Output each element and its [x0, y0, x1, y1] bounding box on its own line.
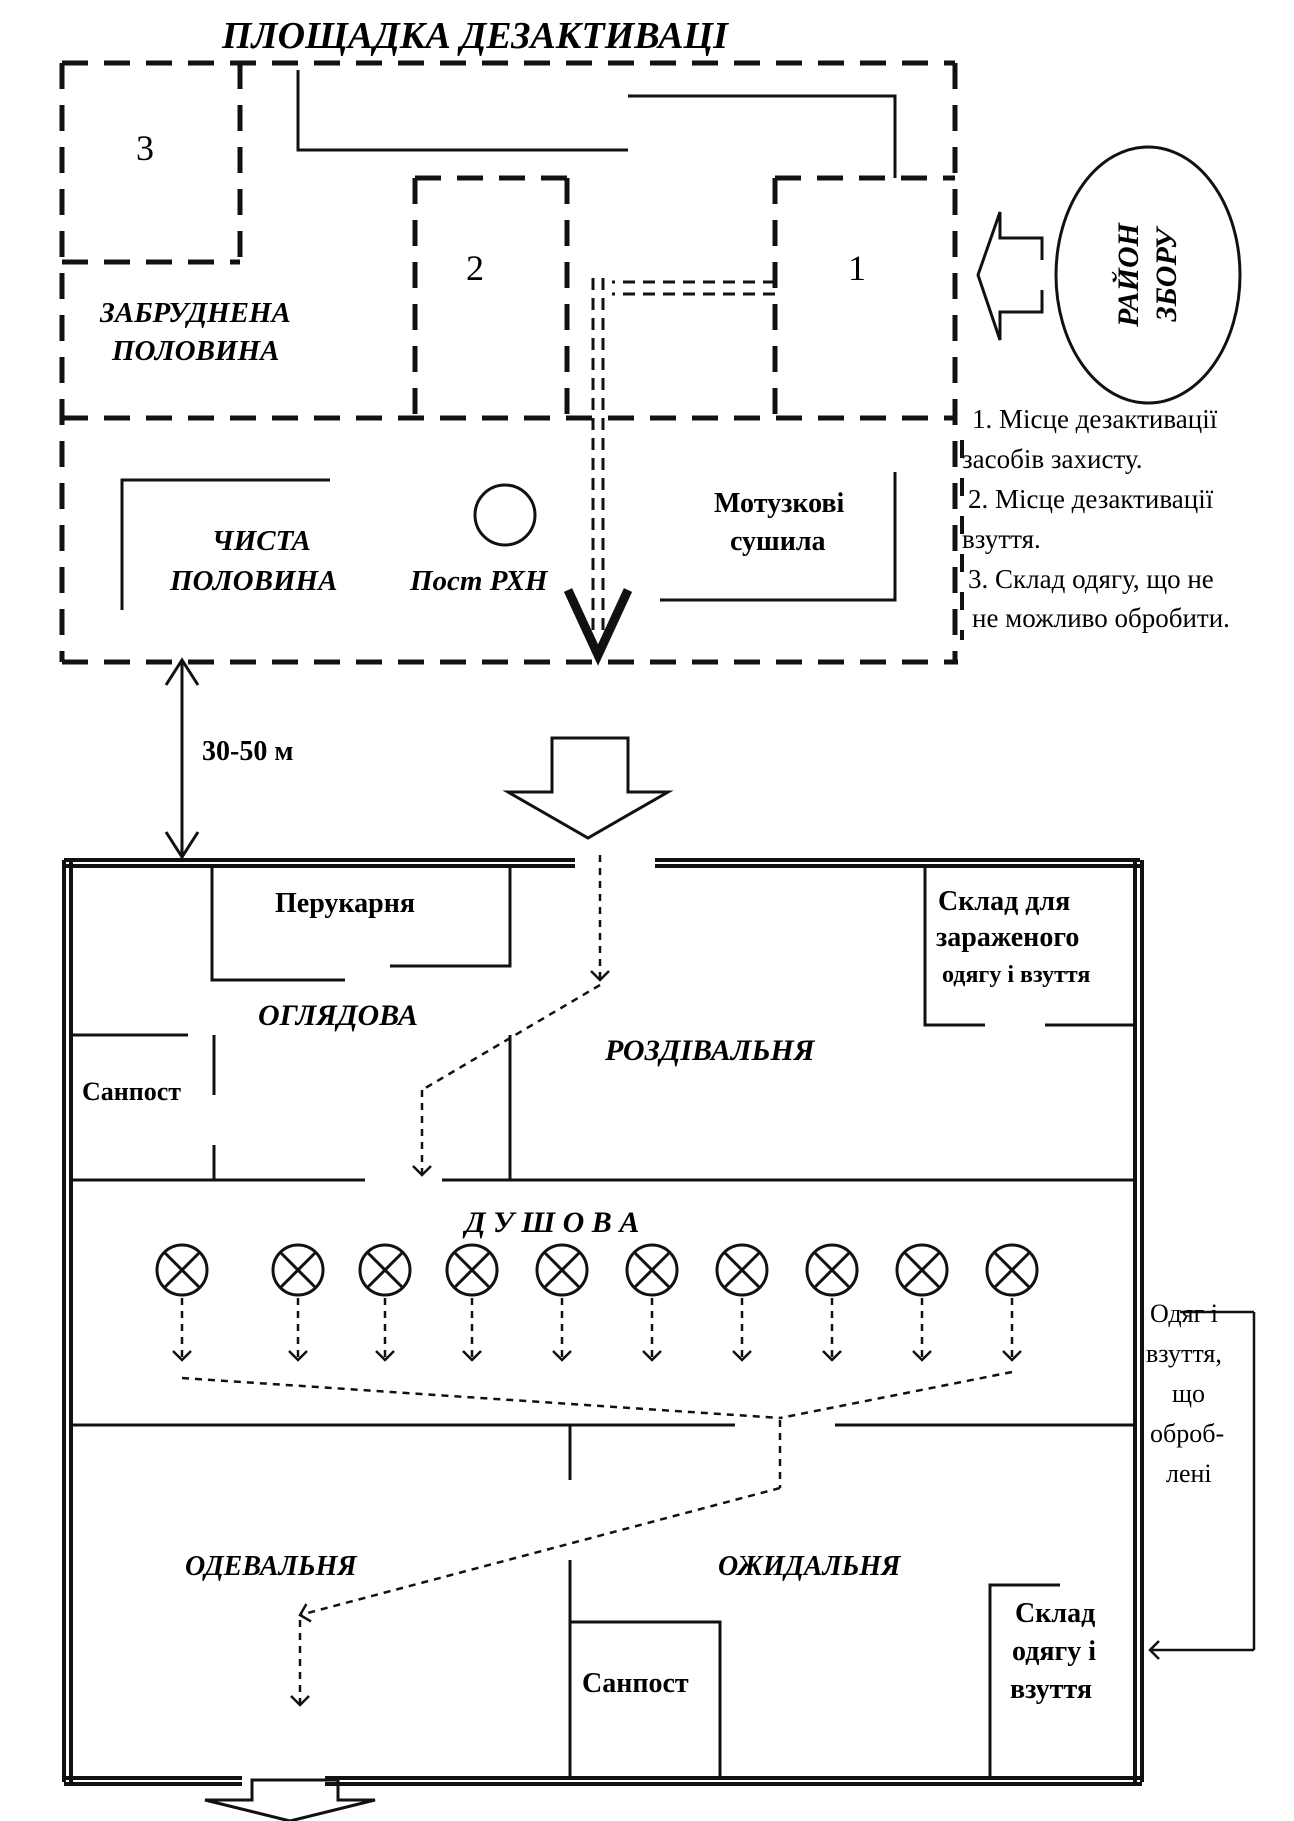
side-note-line-4: оброб- [1150, 1419, 1224, 1448]
undressing-room-label: РОЗДІВАЛЬНЯ [604, 1034, 816, 1067]
distance-arrow-bottom-icon [164, 831, 200, 860]
exit-arrow-icon [204, 1778, 376, 1821]
path-top-right [628, 94, 897, 178]
clean-storage-label-3: взуття [1010, 1674, 1092, 1705]
side-note-line-2: взуття, [1146, 1339, 1222, 1368]
contaminated-storage-label-2: зараженого [936, 922, 1079, 953]
shower-head-icon [715, 1243, 769, 1362]
contaminated-storage-label-1: Склад для [938, 886, 1070, 917]
dryer-label-1: Мотузкові [714, 488, 845, 519]
side-note-line-3: що [1172, 1379, 1205, 1408]
shower-head-icon [985, 1243, 1039, 1362]
shower-head-icon [271, 1243, 325, 1362]
medpost-2-label: Санпост [582, 1668, 689, 1699]
shower-head-icon [805, 1243, 859, 1362]
side-note-line-1: Одяг і [1150, 1299, 1218, 1328]
shower-room-label: Д У Ш О В А [462, 1206, 639, 1239]
shower-head-icon [358, 1243, 412, 1362]
distance-arrow-top-icon [164, 657, 200, 686]
shower-head-icon [155, 1243, 209, 1362]
legend-line-2: засобів захисту. [962, 444, 1142, 474]
legend-line-4: взуття. [962, 524, 1041, 554]
building-outer-walls [62, 858, 1144, 1786]
radiation-post-label: Пост РХН [409, 565, 549, 597]
legend-line-1: 1. Місце дезактивації [972, 404, 1218, 434]
zone-3-number: 3 [136, 128, 154, 168]
clean-storage-label-2: одягу і [1012, 1636, 1096, 1667]
shower-head-icon [445, 1243, 499, 1362]
zone-2-outline [412, 175, 570, 418]
dirty-half-label-1: ЗАБРУДНЕНА [99, 297, 291, 329]
legend-line-3: 2. Місце дезактивації [968, 484, 1214, 514]
clean-half-label-2: ПОЛОВИНА [169, 565, 337, 597]
flow-shower-to-exit [181, 1370, 1013, 1707]
flow-processed-clothes [1148, 1310, 1256, 1660]
route-arrowhead [563, 588, 633, 666]
shower-heads [155, 1243, 1039, 1362]
clean-half-wall [120, 478, 330, 610]
barber-label: Перукарня [275, 888, 415, 919]
dressing-room-label: ОДЕВАЛЬНЯ [185, 1551, 357, 1582]
assembly-area-label-1: РАЙОН [1111, 221, 1145, 328]
clean-storage-label-1: Склад [1015, 1598, 1095, 1629]
legend-line-6: не можливо обробити. [972, 603, 1230, 633]
exam-room-label: ОГЛЯДОВА [258, 999, 418, 1032]
site-title: ПЛОЩАДКА ДЕЗАКТИВАЦІ [221, 15, 729, 57]
arrow-from-assembly-icon [976, 211, 1044, 341]
arrow-to-building-icon [502, 736, 674, 840]
interior-walls [71, 866, 1135, 1778]
distance-label: 30-50 м [202, 736, 293, 767]
legend: 1. Місце дезактивації засобів захисту. 2… [960, 404, 1230, 640]
legend-line-5: 3. Склад одягу, що не [968, 564, 1214, 594]
path-top-left [296, 70, 628, 152]
dryer-label-2: сушила [730, 526, 826, 557]
clean-half-label-1: ЧИСТА [212, 525, 311, 557]
zone-2-number: 2 [466, 248, 484, 288]
assembly-area-label-2: ЗБОРУ [1150, 225, 1183, 322]
shower-head-icon [535, 1243, 589, 1362]
flow-entrance [412, 855, 610, 1177]
shower-head-icon [895, 1243, 949, 1362]
side-note-line-5: лені [1166, 1459, 1212, 1488]
route-double-dashed [591, 278, 775, 640]
waiting-room-label: ОЖИДАЛЬНЯ [718, 1551, 901, 1582]
zone-1-outline [772, 175, 955, 418]
dryer-wall [660, 472, 897, 602]
zone-3-outline [62, 63, 243, 265]
shower-head-icon [625, 1243, 679, 1362]
assembly-area-ellipse [1054, 145, 1242, 405]
dirty-half-label-2: ПОЛОВИНА [111, 335, 279, 367]
site-boundary [59, 60, 958, 665]
zone-1-number: 1 [848, 248, 866, 288]
contaminated-storage-label-3: одягу і взуття [942, 962, 1090, 988]
radiation-post-icon [473, 483, 537, 547]
medpost-1-label: Санпост [82, 1077, 181, 1106]
